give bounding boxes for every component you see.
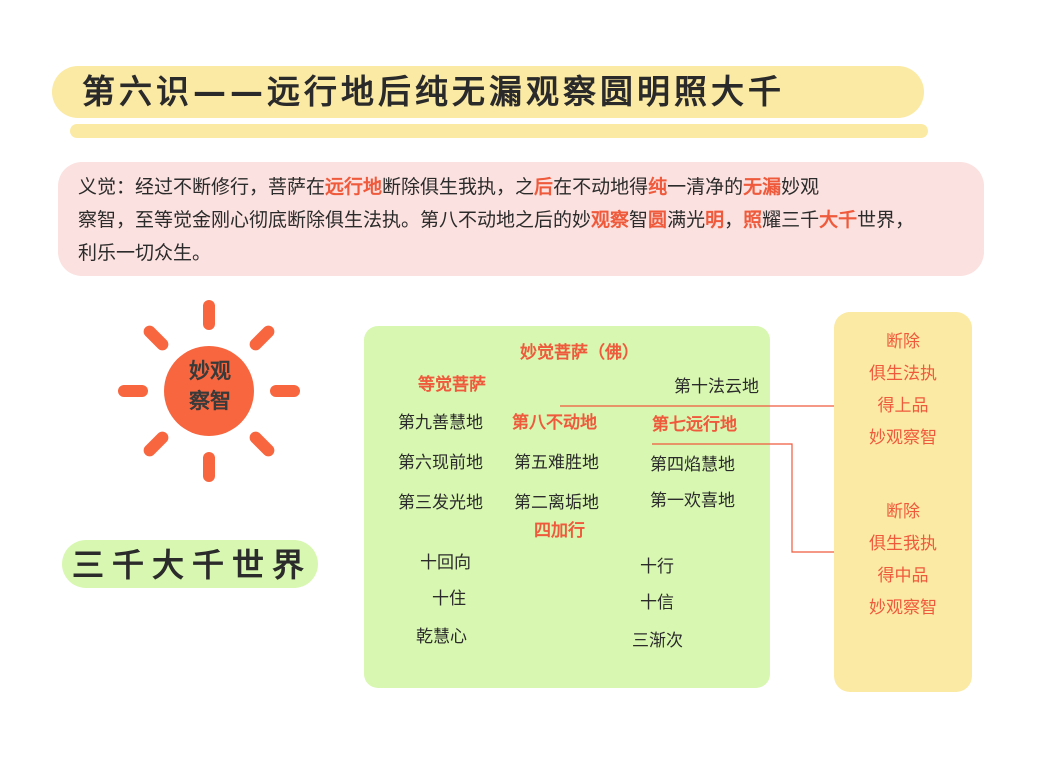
stage-ninth: 第九善慧地 — [398, 413, 483, 433]
def-segment: 耀三千 — [762, 209, 820, 231]
def-highlight: 大千 — [819, 209, 858, 231]
def-highlight: 纯 — [648, 176, 668, 198]
connector-lower — [652, 443, 866, 553]
definition-box — [58, 162, 984, 276]
stage-third: 第三发光地 — [398, 493, 483, 513]
stage-first: 第一欢喜地 — [650, 491, 735, 511]
def-segment: 妙观 — [781, 176, 820, 198]
stage-ten-faiths: 十信 — [640, 593, 674, 613]
result-line: 断除 — [886, 332, 920, 352]
def-highlight: 明 — [705, 209, 725, 231]
def-segment: 在不动地得 — [553, 176, 649, 198]
definition-line-2: 察智，至等觉金刚心彻底断除俱生法执。第八不动地之后的妙观察智圆满光明，照耀三千大… — [78, 204, 968, 237]
def-segment: 利乐一切众生。 — [78, 242, 212, 264]
def-highlight: 远行地 — [325, 176, 383, 198]
sun-label-line: 妙观 — [189, 359, 231, 383]
worlds-label: 三千大千世界 — [72, 546, 313, 584]
definition-line-1: 义觉：经过不断修行，菩萨在远行地断除俱生我执，之后在不动地得纯一清净的无漏妙观 — [78, 171, 968, 204]
result-upper: 断除 俱生法执 得上品 妙观察智 — [834, 326, 972, 454]
stage-second: 第二离垢地 — [514, 493, 599, 513]
stage-three-gradual: 三渐次 — [632, 631, 683, 651]
stage-eighth: 第八不动地 — [512, 413, 597, 433]
result-line: 妙观察智 — [869, 428, 937, 448]
stage-buddha: 妙觉菩萨（佛） — [520, 343, 639, 363]
def-segment: ， — [724, 209, 744, 231]
page-title: 第六识——远行地后纯无漏观察圆明照大千 — [82, 72, 785, 111]
sun-ray — [203, 300, 215, 330]
def-highlight: 圆 — [648, 209, 668, 231]
result-lower: 断除 俱生我执 得中品 妙观察智 — [834, 496, 972, 624]
def-segment: 一清净的 — [667, 176, 744, 198]
stage-sixth: 第六现前地 — [398, 453, 483, 473]
result-line: 俱生法执 — [869, 364, 937, 384]
result-line: 妙观察智 — [869, 598, 937, 618]
stage-equal: 等觉菩萨 — [418, 375, 486, 395]
sun-label: 妙观 察智 — [170, 356, 250, 416]
stage-seventh: 第七远行地 — [652, 415, 737, 435]
stage-ten-practices: 十行 — [640, 557, 674, 577]
def-highlight: 观察 — [591, 209, 630, 231]
result-line: 得上品 — [877, 396, 929, 416]
title-highlight — [52, 66, 924, 118]
stage-fifth: 第五难胜地 — [514, 453, 599, 473]
stage-ten-abidings: 十住 — [432, 589, 466, 609]
def-highlight: 后 — [534, 176, 554, 198]
def-highlight: 照 — [743, 209, 763, 231]
result-line: 得中品 — [877, 566, 929, 586]
definition-text: 义觉：经过不断修行，菩萨在远行地断除俱生我执，之后在不动地得纯一清净的无漏妙观 … — [78, 171, 968, 270]
title-underline — [70, 124, 928, 138]
sun-ray — [203, 452, 215, 482]
def-segment: 智 — [629, 209, 649, 231]
def-segment: 满光 — [667, 209, 706, 231]
stage-dry-wisdom: 乾慧心 — [416, 627, 467, 647]
results-box — [834, 312, 972, 692]
def-segment: 义觉：经过不断修行，菩萨在 — [78, 176, 326, 198]
def-segment: 世界， — [857, 209, 915, 231]
sun-label-line: 察智 — [189, 389, 231, 413]
def-segment: 察智，至等觉金刚心彻底断除俱生法执。第八不动地之后的妙 — [78, 209, 592, 231]
stage-fourth: 第四焰慧地 — [650, 455, 735, 475]
stage-ten-dedications: 十回向 — [420, 553, 471, 573]
result-line: 俱生我执 — [869, 534, 937, 554]
sun-icon — [164, 346, 254, 436]
def-highlight: 无漏 — [743, 176, 782, 198]
stage-tenth: 第十法云地 — [674, 377, 759, 397]
definition-line-3: 利乐一切众生。 — [78, 237, 968, 270]
stage-four-prep: 四加行 — [534, 521, 585, 541]
result-line: 断除 — [886, 502, 920, 522]
def-segment: 断除俱生我执，之 — [382, 176, 535, 198]
worlds-highlight — [62, 540, 318, 588]
stages-box — [364, 326, 770, 688]
